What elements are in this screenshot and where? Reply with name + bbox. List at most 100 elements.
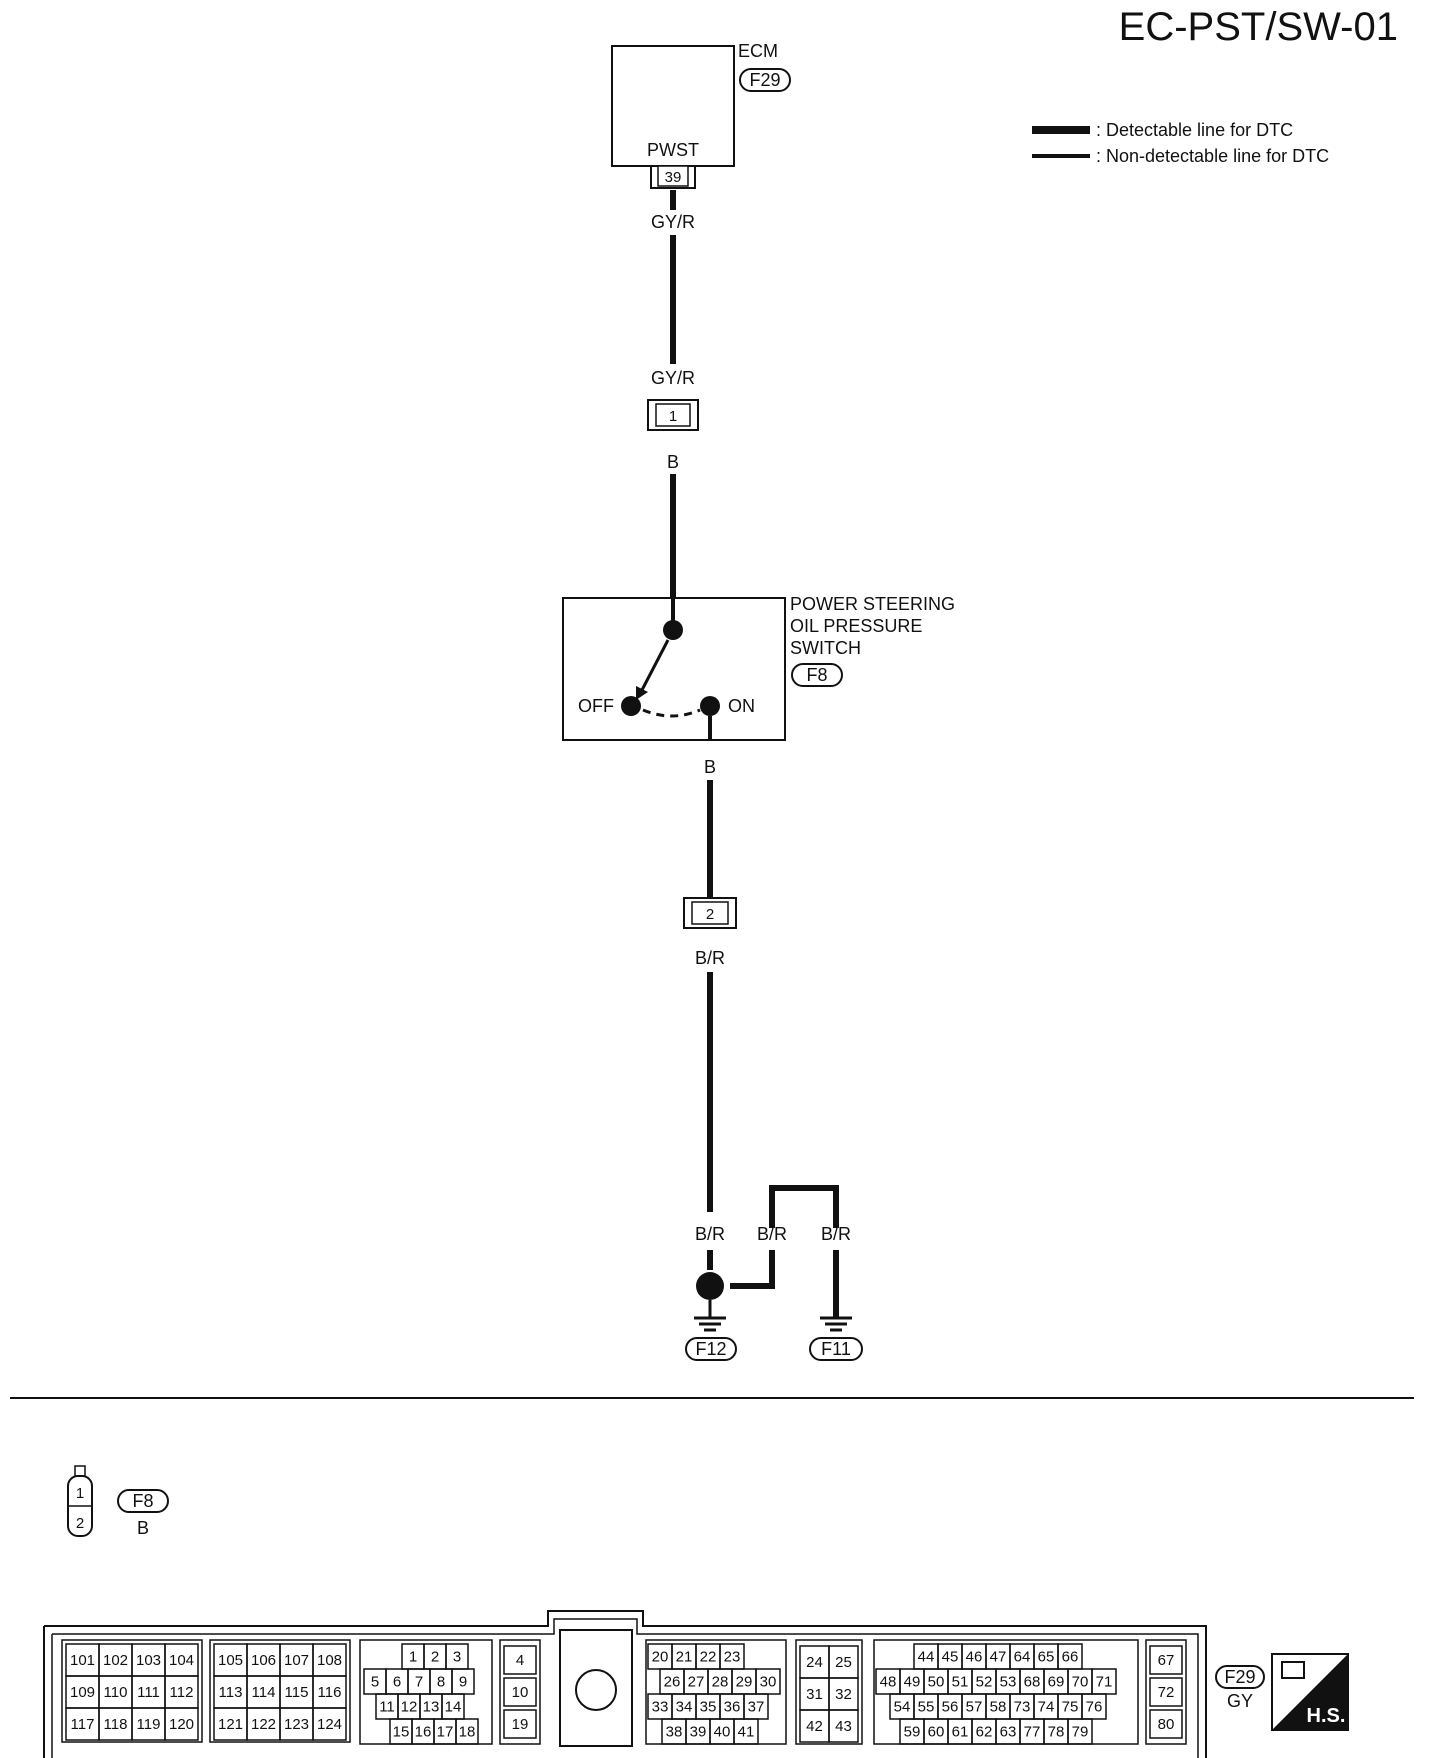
f29-pin-number: 43 bbox=[835, 1718, 852, 1735]
f29-cavity bbox=[733, 1718, 759, 1745]
f29-pin-number: 8 bbox=[437, 1674, 445, 1691]
switch-dashed-travel bbox=[642, 708, 701, 718]
f29-pin-number: 41 bbox=[738, 1724, 755, 1741]
switch-on-contact bbox=[700, 696, 720, 716]
f8-id: F8 bbox=[132, 1491, 153, 1511]
f29-pin-number: 55 bbox=[918, 1699, 935, 1716]
f29-pin-number: 7 bbox=[415, 1674, 423, 1691]
joint2-inner bbox=[691, 901, 729, 925]
f29-pin-number: 66 bbox=[1062, 1649, 1079, 1666]
f29-pin-number: 53 bbox=[1000, 1674, 1017, 1691]
f29-pin-number: 78 bbox=[1048, 1724, 1065, 1741]
f29-pin-number: 67 bbox=[1158, 1652, 1175, 1669]
f29-pin-number: 102 bbox=[103, 1652, 128, 1669]
f29-pin-number: 110 bbox=[104, 1684, 128, 1701]
f29-pin-number: 56 bbox=[942, 1699, 959, 1716]
ground-left-id: F12 bbox=[695, 1339, 726, 1359]
f29-pin-number: 32 bbox=[835, 1686, 852, 1703]
f29-pin-number: 20 bbox=[652, 1649, 669, 1666]
f29-pin-number: 29 bbox=[736, 1674, 753, 1691]
switch-name-line1: POWER STEERING bbox=[790, 594, 955, 614]
ecm-name: ECM bbox=[738, 41, 778, 61]
f29-pin-number: 72 bbox=[1158, 1684, 1175, 1701]
f29-cavity-group bbox=[1145, 1639, 1187, 1745]
f29-pin-number: 64 bbox=[1014, 1649, 1031, 1666]
f8-latch bbox=[74, 1465, 86, 1477]
f29-pin-number: 79 bbox=[1072, 1724, 1089, 1741]
f29-pin-number: 15 bbox=[393, 1724, 410, 1741]
f29-pin-number: 114 bbox=[252, 1684, 276, 1701]
f29-pin-number: 113 bbox=[219, 1684, 243, 1701]
f29-center-bolt bbox=[575, 1669, 617, 1711]
f29-pin-number: 28 bbox=[712, 1674, 729, 1691]
f29-cavity bbox=[828, 1709, 859, 1743]
f29-pin-number: 16 bbox=[415, 1724, 432, 1741]
ground-junction-dot bbox=[696, 1272, 724, 1300]
f29-cavity bbox=[1149, 1677, 1183, 1707]
f29-color: GY bbox=[1227, 1691, 1253, 1711]
harness-side-icon bbox=[1281, 1661, 1305, 1679]
legend-non-detectable-swatch bbox=[1032, 154, 1090, 158]
ecm-pin-inner bbox=[657, 165, 689, 187]
f29-pin-number: 123 bbox=[284, 1716, 309, 1733]
f29-cavity bbox=[503, 1677, 537, 1707]
f29-pin-number: 120 bbox=[169, 1716, 194, 1733]
f29-pin-number: 75 bbox=[1062, 1699, 1079, 1716]
f29-pin-number: 13 bbox=[423, 1699, 440, 1716]
wire-b-r-junction-link bbox=[730, 1250, 775, 1289]
hs-label: H.S. bbox=[1307, 1705, 1346, 1727]
f29-pin-number: 104 bbox=[169, 1652, 194, 1669]
f29-pin-number: 57 bbox=[966, 1699, 983, 1716]
wire-label-joint-out: B bbox=[667, 452, 679, 472]
f8-pin-1: 1 bbox=[76, 1485, 84, 1502]
f29-pin-number: 5 bbox=[371, 1674, 379, 1691]
f29-pin-number: 14 bbox=[445, 1699, 462, 1716]
f29-pin-number: 4 bbox=[516, 1652, 524, 1669]
f8-pin-2: 2 bbox=[76, 1515, 84, 1532]
f29-cavity bbox=[455, 1718, 479, 1745]
f29-pin-number: 45 bbox=[942, 1649, 959, 1666]
f29-pin-number: 2 bbox=[431, 1649, 439, 1666]
f29-pin-number: 62 bbox=[976, 1724, 993, 1741]
switch-off-contact bbox=[621, 696, 641, 716]
ground-left-badge bbox=[685, 1337, 737, 1361]
legend: : Detectable line for DTC : Non-detectab… bbox=[1032, 120, 1329, 166]
f29-pin-number: 48 bbox=[880, 1674, 897, 1691]
f29-pin-number: 112 bbox=[170, 1684, 194, 1701]
f29-pin-number: 22 bbox=[700, 1649, 717, 1666]
f29-pin-number: 35 bbox=[700, 1699, 717, 1716]
wire-label-joint2-out: B/R bbox=[695, 948, 725, 968]
f29-housing-inner bbox=[52, 1618, 1199, 1758]
f29-pin-number: 80 bbox=[1158, 1716, 1175, 1733]
f29-pin-number: 65 bbox=[1038, 1649, 1055, 1666]
f29-pin-number: 61 bbox=[952, 1724, 969, 1741]
wire-label-joint-in: GY/R bbox=[651, 368, 695, 388]
f29-pin-number: 108 bbox=[317, 1652, 342, 1669]
f29-pin-number: 17 bbox=[437, 1724, 454, 1741]
f29-pin-number: 23 bbox=[724, 1649, 741, 1666]
ecm-connector-id: F29 bbox=[749, 70, 780, 90]
ground-left-wire-label: B/R bbox=[695, 1224, 725, 1244]
f29-pin-number: 36 bbox=[724, 1699, 741, 1716]
f29-badge bbox=[1215, 1665, 1265, 1689]
f29-pin-number: 124 bbox=[317, 1716, 342, 1733]
f29-pin-number: 24 bbox=[806, 1654, 823, 1671]
f29-pin-number: 101 bbox=[70, 1652, 95, 1669]
power-steering-switch: POWER STEERING OIL PRESSURE SWITCH F8 OF… bbox=[562, 594, 955, 741]
f29-pin-number: 31 bbox=[806, 1686, 823, 1703]
joint1-inner bbox=[655, 403, 691, 427]
f29-pin-number: 3 bbox=[453, 1649, 461, 1666]
f29-pin-number: 1 bbox=[409, 1649, 417, 1666]
switch-pivot-contact bbox=[663, 620, 683, 640]
f29-pin-number: 115 bbox=[285, 1684, 309, 1701]
f29-pin-number: 107 bbox=[284, 1652, 309, 1669]
f29-pin-number: 70 bbox=[1072, 1674, 1089, 1691]
connector-f8-view: 1 2 F8 B bbox=[67, 1465, 169, 1538]
ecm-terminal-label: PWST bbox=[647, 140, 699, 160]
joint-connector-1: 1 bbox=[647, 399, 699, 431]
f29-pin-number: 40 bbox=[714, 1724, 731, 1741]
f8-color: B bbox=[137, 1518, 149, 1538]
f29-pin-number: 106 bbox=[251, 1652, 276, 1669]
joint1-pin-number: 1 bbox=[669, 408, 677, 425]
